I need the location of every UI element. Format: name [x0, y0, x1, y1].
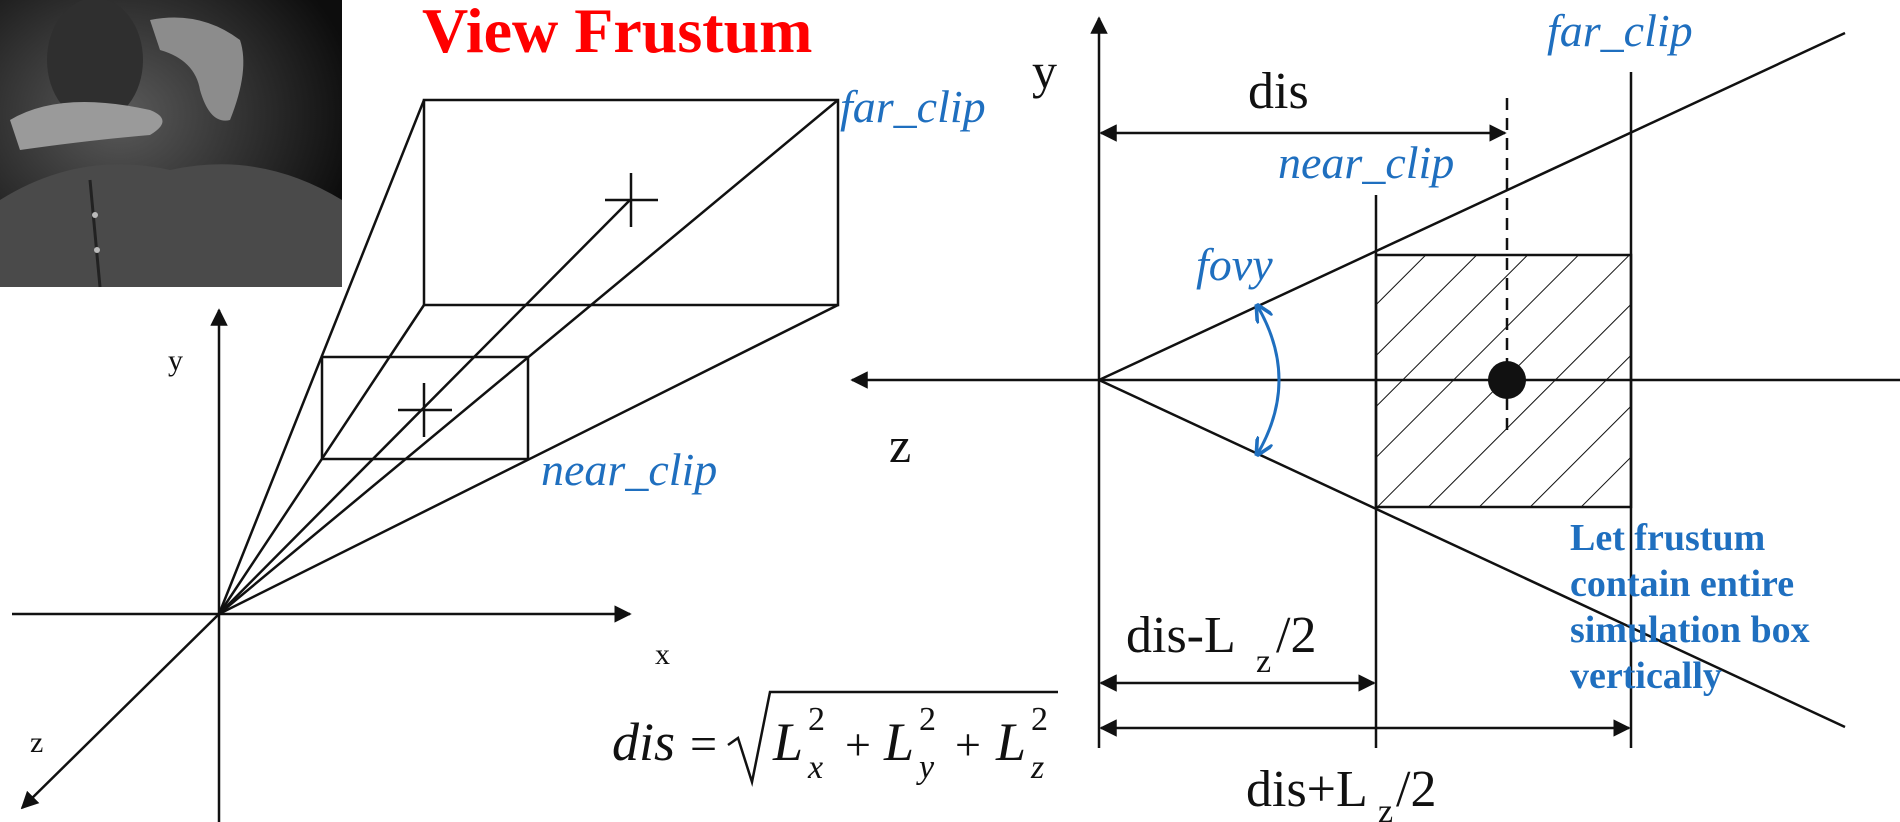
- formula-plus: +: [845, 719, 871, 770]
- formula-term-z-base: L: [995, 712, 1026, 772]
- far-clip-rectangle: [422, 98, 840, 307]
- left-z-axis-label: z: [30, 726, 43, 759]
- dis-minus-label-sub: z: [1256, 643, 1271, 680]
- formula-plus: +: [955, 719, 981, 770]
- right-far-clip-label: far_clip: [1547, 5, 1693, 56]
- formula-term-x-sub: x: [807, 749, 823, 786]
- distance-formula: dis = L 2 x + L 2 y + L 2 z: [612, 690, 1058, 787]
- frustum-upper-ray: [1098, 31, 1846, 382]
- frustum-edge: [218, 303, 839, 616]
- dis-label: dis: [1248, 63, 1309, 120]
- frustum-edge: [217, 99, 426, 615]
- note-line: simulation box: [1570, 609, 1810, 651]
- dis-minus-label-tail: /2: [1276, 607, 1316, 664]
- left-x-axis-label: x: [655, 638, 670, 671]
- frustum-note: Let frustum contain entire simulation bo…: [1570, 517, 1810, 697]
- dis-plus-label-base: dis+L: [1246, 761, 1368, 818]
- formula-term-y-sup: 2: [919, 701, 936, 738]
- frustum-edge: [217, 304, 426, 615]
- left-z-axis: [20, 613, 220, 810]
- formula-term-z-sup: 2: [1031, 701, 1048, 738]
- formula-term-y-sub: y: [916, 749, 935, 786]
- dis-minus-label-base: dis-L: [1126, 607, 1236, 664]
- fovy-label: fovy: [1196, 239, 1273, 290]
- dis-plus-label: dis+L z /2: [1246, 761, 1436, 822]
- formula-term-x-sup: 2: [808, 701, 825, 738]
- right-z-axis-label: z: [889, 417, 911, 473]
- left-y-axis-label: y: [168, 344, 183, 377]
- frustum-edge: [218, 99, 839, 615]
- person-framing-hands-photo: [0, 0, 342, 287]
- dis-plus-label-tail: /2: [1396, 761, 1436, 818]
- right-near-clip-label: near_clip: [1278, 137, 1454, 188]
- left-near-clip-label: near_clip: [541, 444, 717, 495]
- formula-lhs: dis: [612, 712, 675, 772]
- near-clip-rectangle: [320, 355, 530, 461]
- formula-equals: =: [690, 718, 717, 771]
- note-line: contain entire: [1570, 563, 1794, 605]
- formula-term-y-base: L: [883, 712, 914, 772]
- formula-radical: [727, 690, 1058, 787]
- fovy-arc: [1258, 307, 1281, 453]
- dis-minus-label: dis-L z /2: [1126, 607, 1316, 680]
- formula-term-x-base: L: [772, 712, 803, 772]
- slide-title: View Frustum: [422, 0, 812, 66]
- right-y-axis-label: y: [1032, 43, 1057, 99]
- right-frustum-diagram: [850, 16, 1900, 748]
- dis-plus-label-sub: z: [1378, 793, 1393, 822]
- left-frustum-diagram: [12, 98, 840, 822]
- frustum-lower-ray: [1098, 378, 1846, 729]
- left-far-clip-label: far_clip: [840, 81, 986, 132]
- note-line: Let frustum: [1570, 517, 1765, 559]
- note-line: vertically: [1570, 655, 1722, 697]
- formula-term-z-sub: z: [1030, 749, 1044, 786]
- box-center-dot: [1488, 361, 1526, 399]
